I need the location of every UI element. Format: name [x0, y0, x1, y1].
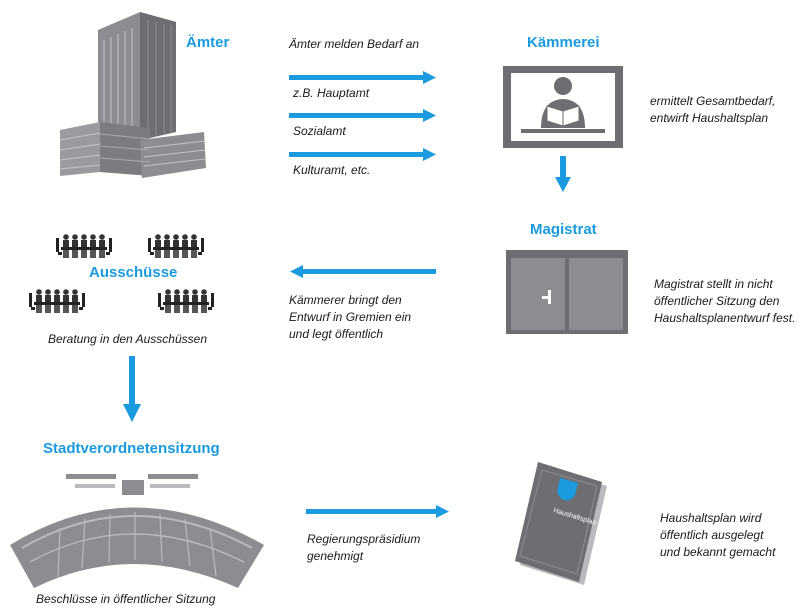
magistrat-title: Magistrat — [530, 221, 597, 238]
stadtverordnetensitzung-caption: Beschlüsse in öffentlicher Sitzung — [36, 592, 216, 606]
kaemmerei-title: Kämmerei — [527, 34, 600, 51]
arrow-head-3 — [423, 148, 436, 161]
haushaltsplan-desc-2: öffentlich ausgelegt — [660, 528, 764, 542]
kaemmerei-desc-1: ermittelt Gesamtbedarf, — [650, 94, 776, 108]
arrow-shaft-3 — [289, 152, 423, 157]
magistrat-desc-3: Haushaltsplanentwurf fest. — [654, 311, 796, 325]
kaemmerei-desc-2: entwirft Haushaltsplan — [650, 111, 769, 125]
aemter-example-2: Sozialamt — [293, 124, 346, 138]
aemter-flow-label: Ämter melden Bedarf an — [289, 37, 420, 51]
magistrat-desc-2: öffentlicher Sitzung den — [654, 294, 780, 308]
rp-flow-1: Regierungspräsidium — [307, 532, 421, 546]
rp-flow-2: genehmigt — [307, 549, 364, 563]
aemter-example-1: z.B. Hauptamt — [293, 86, 370, 100]
kaemmerer-flow-1: Kämmerer bringt den — [289, 293, 402, 307]
haushaltsplan-desc-3: und bekannt gemacht — [660, 545, 776, 559]
book-label: Haushaltsplan — [552, 507, 597, 527]
stadtverordnetensitzung-title: Stadtverordnetensitzung — [43, 440, 220, 457]
arrow-shaft-1 — [289, 75, 423, 80]
haushaltsplan-desc-1: Haushaltsplan wird — [660, 511, 762, 525]
aemter-example-3: Kulturamt, etc. — [293, 163, 371, 177]
ausschuesse-title: Ausschüsse — [89, 264, 178, 281]
arrow-head-1 — [423, 71, 436, 84]
kaemmerer-flow-2: Entwurf in Gremien ein — [289, 310, 412, 324]
arrow-head-2 — [423, 109, 436, 122]
magistrat-desc-1: Magistrat stellt in nicht — [654, 277, 773, 291]
ausschuesse-caption: Beratung in den Ausschüssen — [48, 332, 207, 346]
arrow-shaft-2 — [289, 113, 423, 118]
aemter-title: Ämter — [186, 34, 230, 51]
kaemmerer-flow-3: und legt öffentlich — [289, 327, 384, 341]
